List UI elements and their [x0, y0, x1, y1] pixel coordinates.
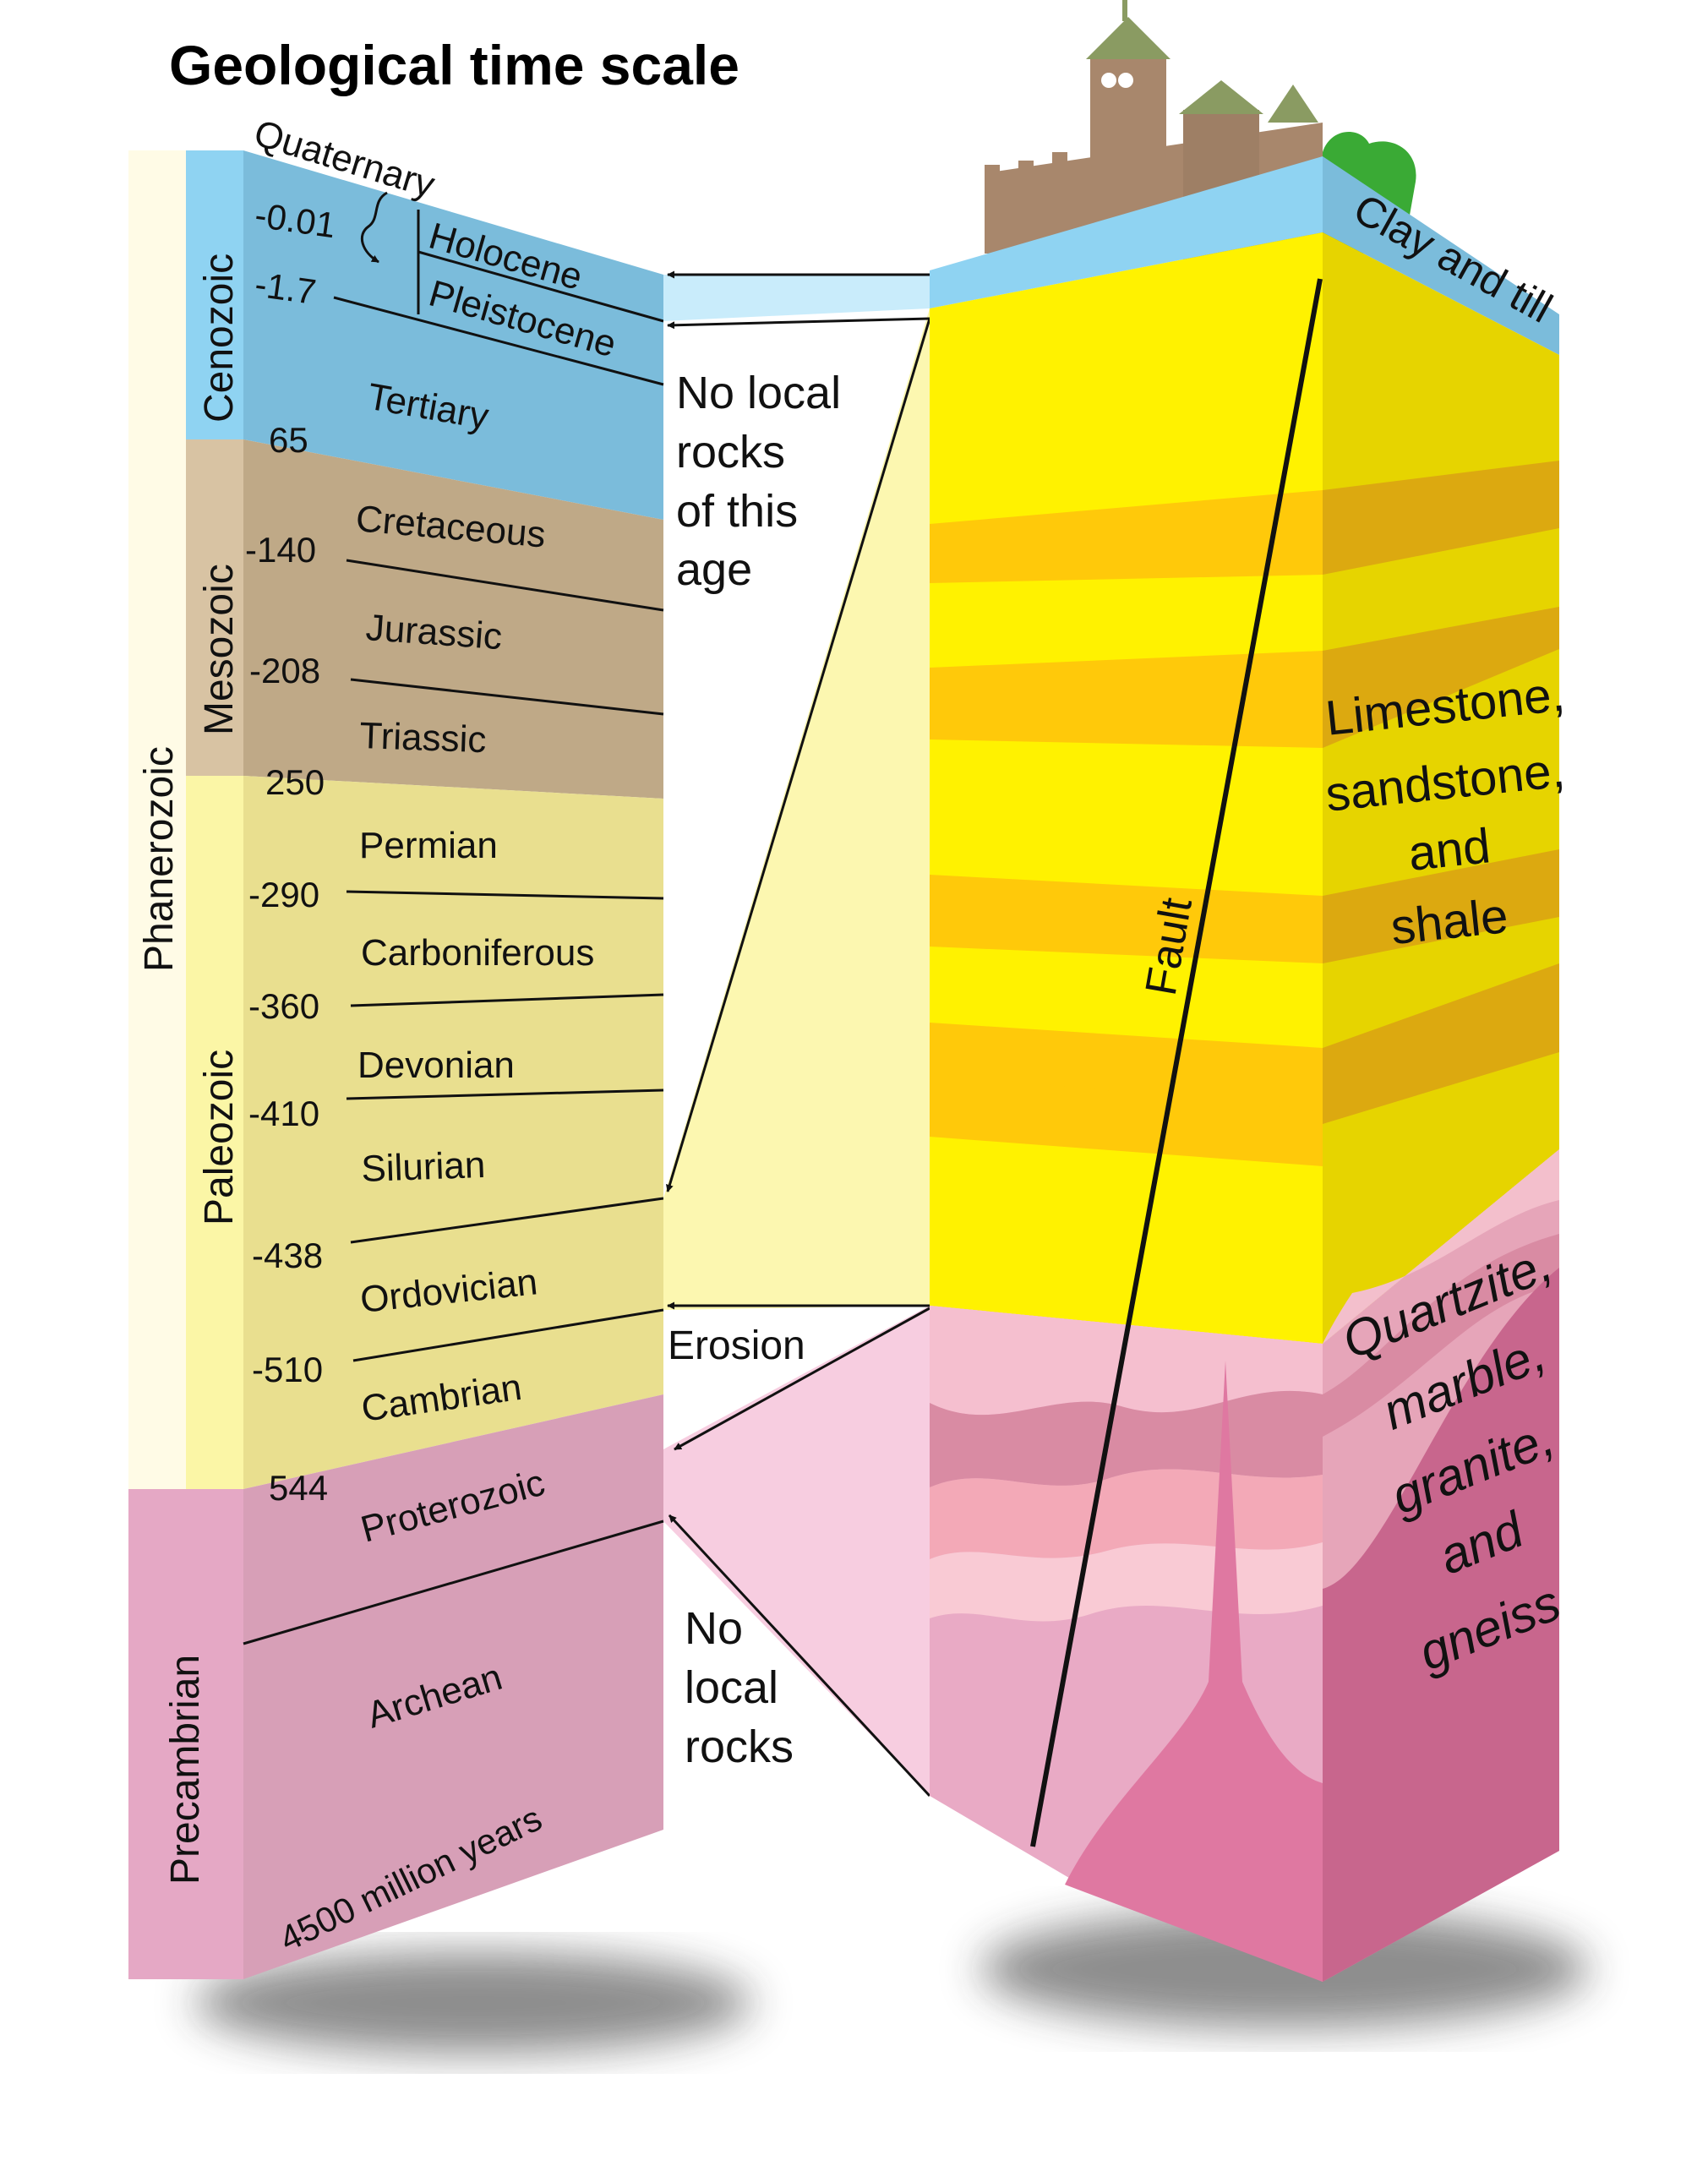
- precambrian-strip: [128, 1489, 243, 1979]
- side-metamorphic-wave-2: [1323, 1234, 1559, 1437]
- block-front-limestone: [930, 232, 1323, 1344]
- cenozoic-era-strip: [186, 150, 243, 439]
- granite-intrusion: [1065, 1361, 1323, 1982]
- boundary-permian-carboniferous: [346, 890, 664, 900]
- note-no-local-line3: of this: [676, 486, 798, 537]
- quaternary-pointer-arrow: [360, 191, 388, 264]
- age-290: -290: [248, 875, 319, 914]
- limestone-label-line3: and: [1405, 818, 1492, 881]
- age-410: -410: [248, 1094, 319, 1133]
- limestone-label-line4: shale: [1389, 888, 1511, 955]
- block-top-clay-side: [1323, 156, 1559, 355]
- side-orange-bands: [1323, 461, 1559, 1124]
- arrow-quartzite-cambrian: [674, 1307, 930, 1451]
- arrow-clay-pleistocene: [667, 317, 930, 330]
- age-208: -208: [249, 651, 320, 690]
- boundary-proterozoic-archean: [243, 1519, 664, 1645]
- age-438: -438: [252, 1236, 323, 1275]
- boundary-carboniferous-devonian: [350, 993, 664, 1007]
- arrow-limestone-silurian: [666, 318, 931, 1192]
- connectors: [663, 270, 931, 1798]
- paleozoic-label: Paleozoic: [197, 1050, 242, 1225]
- arrow-quartzite-proterozoic: [668, 1514, 931, 1798]
- boundary-cretaceous-jurassic: [346, 559, 664, 612]
- age-544: 544: [269, 1468, 328, 1508]
- boundary-quaternary-tertiary: [333, 296, 664, 386]
- side-metamorphic-wave-1: [1323, 1149, 1559, 1344]
- cenozoic-label: Cenozoic: [197, 254, 242, 423]
- paleozoic-panel: [243, 776, 663, 1489]
- front-orange-bands: [930, 490, 1323, 1166]
- age-1.7: -1.7: [253, 264, 319, 312]
- age-510: -510: [252, 1350, 323, 1389]
- shadows: [194, 1910, 1589, 2054]
- block-shadow: [980, 1910, 1589, 2028]
- side-magenta-rock: [1323, 1268, 1559, 1982]
- limestone-connector-wedge: [663, 308, 930, 1310]
- note-no-rocks-line2: local: [685, 1662, 778, 1713]
- clay-connector-wedge: [663, 275, 930, 321]
- age-140: -140: [245, 530, 316, 570]
- boundary-jurassic-triassic: [350, 678, 664, 716]
- note-no-rocks-line1: No: [685, 1603, 743, 1654]
- note-no-rocks-line3: rocks: [685, 1721, 794, 1772]
- devonian-label: Devonian: [357, 1045, 515, 1086]
- precambrian-panel: [243, 1394, 663, 1979]
- age-250: 250: [265, 762, 325, 802]
- rock-block: [930, 0, 1559, 1982]
- quartzite-connector-wedge: [663, 1306, 930, 1796]
- mesozoic-panel: [243, 439, 663, 799]
- precambrian-label: Precambrian: [163, 1655, 208, 1885]
- column-shadow: [194, 1952, 752, 2054]
- age-65: 65: [269, 420, 308, 460]
- boundary-silurian-ordovician: [350, 1197, 664, 1244]
- mesozoic-label: Mesozoic: [197, 564, 242, 735]
- note-erosion: Erosion: [668, 1323, 805, 1368]
- time-scale-column: [128, 150, 664, 1979]
- fault-line: [1030, 278, 1323, 1847]
- carboniferous-label: Carboniferous: [361, 932, 594, 974]
- boundary-ordovician-cambrian: [352, 1308, 664, 1362]
- mesozoic-era-strip: [186, 439, 243, 776]
- note-no-local-line1: No local: [676, 368, 841, 418]
- boundary-devonian-silurian: [346, 1088, 664, 1100]
- permian-label: Permian: [359, 825, 498, 866]
- jurassic-label: Jurassic: [364, 607, 503, 657]
- age-360: -360: [248, 986, 319, 1026]
- silurian-label: Silurian: [361, 1144, 486, 1190]
- note-no-local-line4: age: [676, 544, 752, 595]
- cenozoic-panel: [243, 150, 663, 520]
- front-metamorphic-wave-3: [930, 1469, 1323, 1559]
- paleozoic-era-strip: [186, 776, 243, 1489]
- block-top-clay-front: [930, 156, 1323, 308]
- boundary-holocene-pleistocene: [417, 250, 664, 323]
- phanerozoic-label: Phanerozoic: [137, 746, 182, 972]
- phanerozoic-strip: [128, 150, 186, 1494]
- diagram-title: Geological time scale: [169, 34, 739, 96]
- triassic-label: Triassic: [359, 715, 488, 761]
- note-no-local-line2: rocks: [676, 427, 785, 477]
